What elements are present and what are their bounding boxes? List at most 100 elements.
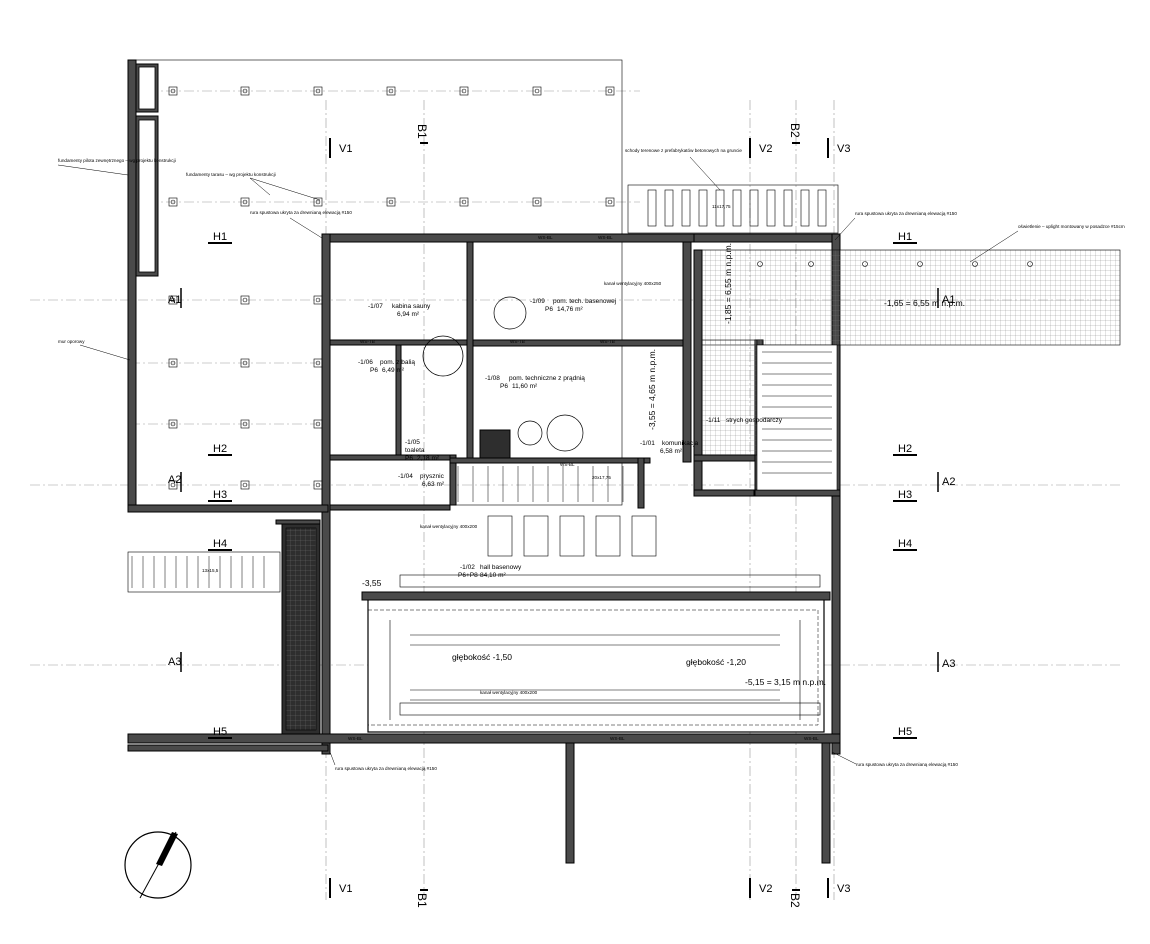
- stair-right-treads: [762, 351, 832, 474]
- stair-tread: [817, 189, 827, 227]
- note-rura-bottom-right: rura spustowa ukryta za drewnianą elewac…: [856, 762, 958, 767]
- right-terrace-grid: [701, 249, 1121, 346]
- retaining-wall-left: [127, 59, 137, 513]
- room-labels: -1/07 kabina sauny 6,94 m² -1/09 pom. te…: [358, 298, 783, 579]
- axis-a1-left: A1: [168, 294, 181, 306]
- room-107-name: kabina sauny: [392, 303, 431, 310]
- note-oswietlenie: oświetlenie – uplight montowany w posadz…: [1018, 224, 1125, 229]
- axis-v1-bottom: V1: [339, 883, 352, 895]
- ws-bl-4: WS-BL: [538, 235, 553, 240]
- axis-h4-left: H4: [213, 538, 227, 550]
- ws-tb-1: WS-TB: [510, 339, 525, 344]
- room-102-area: 84,10 m²: [480, 572, 506, 579]
- note-stairs-top: 11x17,75: [712, 204, 731, 209]
- room-106-floor: P6: [370, 367, 378, 374]
- foundation-marker: [240, 295, 250, 305]
- foundation-marker: [605, 197, 615, 207]
- room-109-name: pom. tech. basenowej: [553, 298, 616, 305]
- room-102-name: hall basenowy: [480, 564, 522, 571]
- level-terrace: -1,65 = 6,55 m n.p.m.: [884, 298, 965, 308]
- level-tech: -3,55 = 4,65 m n.p.m.: [647, 349, 657, 430]
- note-kanal-pool-tech: kanał wentylacyjny 400x250: [604, 281, 662, 286]
- foundation-marker: [386, 197, 396, 207]
- tank-1: [517, 420, 543, 446]
- foundation-marker: [532, 86, 542, 96]
- room-104-area: 6,63 m²: [422, 481, 445, 488]
- hot-tub: [422, 335, 464, 377]
- note-fundamenty-tarasu: fundamenty tarasu – wg projektu konstruk…: [186, 172, 276, 177]
- ventilation-channel-top: [399, 574, 821, 588]
- axis-a1-right: A1: [942, 294, 955, 306]
- foundation-marker: [168, 295, 178, 305]
- terrace-foundation-markers: [168, 86, 615, 490]
- grid-labels-left: H1 A1 H2 A2 H3 H4 A3 H5: [168, 231, 232, 739]
- pool-depth-right: głębokość -1,20: [686, 657, 746, 667]
- foundation-marker: [459, 86, 469, 96]
- stair-tread: [800, 189, 810, 227]
- axis-a3-left: A3: [168, 656, 181, 668]
- room-102-floor: P6+P8: [458, 572, 478, 579]
- foundation-marker: [240, 197, 250, 207]
- note-kanal-top: kanał wentylacyjny 400x200: [420, 524, 478, 529]
- foundation-marker: [168, 197, 178, 207]
- axis-v1-top: V1: [339, 143, 352, 155]
- room-105-name: toaleta: [405, 447, 425, 454]
- left-ramp-hatch: [285, 527, 317, 731]
- foundation-marker: [168, 86, 178, 96]
- pool-inner: [367, 609, 819, 726]
- axis-v3-top: V3: [837, 143, 850, 155]
- foundation-marker: [240, 419, 250, 429]
- note-kanal-bottom: kanał wentylacyjny 400x200: [480, 690, 538, 695]
- pool-edge-top: [361, 591, 831, 601]
- stair-tread: [732, 189, 742, 227]
- note-stairs-mid: 20x17,75: [592, 475, 611, 480]
- stair-tread: [664, 189, 674, 227]
- axis-v2-bottom: V2: [759, 883, 772, 895]
- foundation-marker: [386, 86, 396, 96]
- grid-labels-bottom: V1 B1 V2 B2 V3: [329, 878, 850, 908]
- foundation-marker: [240, 480, 250, 490]
- ws-tb-2: WS-TB: [600, 339, 615, 344]
- hall-step: [595, 515, 621, 557]
- ws-bl-3: WS-BL: [804, 736, 819, 741]
- exterior-stairs-top: [647, 189, 827, 227]
- pump-tank: [493, 296, 527, 330]
- room-108-floor: P6: [500, 383, 508, 390]
- foundation-marker: [313, 197, 323, 207]
- uplight-markers: [757, 261, 1033, 267]
- ws-bl-2: WS-BL: [610, 736, 625, 741]
- foundation-marker: [532, 197, 542, 207]
- room-109-area: 14,76 m²: [557, 306, 583, 313]
- note-fundamenty-pilota: fundamenty pilota zewnętrznego – wg proj…: [58, 158, 176, 163]
- grid-labels-right: H1 A1 H2 A2 H3 H4 A3 H5: [893, 231, 955, 739]
- axis-h3-right: H3: [898, 489, 912, 501]
- stair-tread: [681, 189, 691, 227]
- pit: [479, 429, 511, 459]
- level-stair-hall: -1,85 = 6,55 m n.p.m.: [723, 243, 733, 324]
- level-pool: -5,15 = 3,15 m n.p.m.: [745, 677, 826, 687]
- note-mur-oporowy: mur oporowy: [58, 339, 85, 344]
- foundation-marker: [605, 86, 615, 96]
- room-101-area: 6,58 m²: [660, 448, 683, 455]
- room-106-code: -1/06: [358, 359, 373, 366]
- room-107-code: -1/07: [368, 303, 383, 310]
- room-108-name: pom. techniczne z prądnią: [509, 375, 585, 382]
- hall-step: [559, 515, 585, 557]
- room-107-area: 6,94 m²: [397, 311, 420, 318]
- note-rura-bottom-left: rura spustowa ukryta za drewnianą elewac…: [335, 766, 437, 771]
- foundation-marker: [240, 358, 250, 368]
- axis-v2-top: V2: [759, 143, 772, 155]
- ws-bl-1: WS-BL: [348, 736, 363, 741]
- stair-tread: [647, 189, 657, 227]
- room-104-name: prysznic: [420, 473, 445, 480]
- foundation-marker: [240, 86, 250, 96]
- room-105-area: 2,18 m²: [417, 455, 440, 462]
- level-marks: -1,65 = 6,55 m n.p.m. -1,85 = 6,55 m n.p…: [362, 243, 965, 687]
- stair-tread: [749, 189, 759, 227]
- axis-h1-right: H1: [898, 231, 912, 243]
- room-109-floor: P6: [545, 306, 553, 313]
- axis-b2-bottom: B2: [788, 893, 802, 908]
- foundation-marker: [459, 197, 469, 207]
- foundation-marker: [313, 86, 323, 96]
